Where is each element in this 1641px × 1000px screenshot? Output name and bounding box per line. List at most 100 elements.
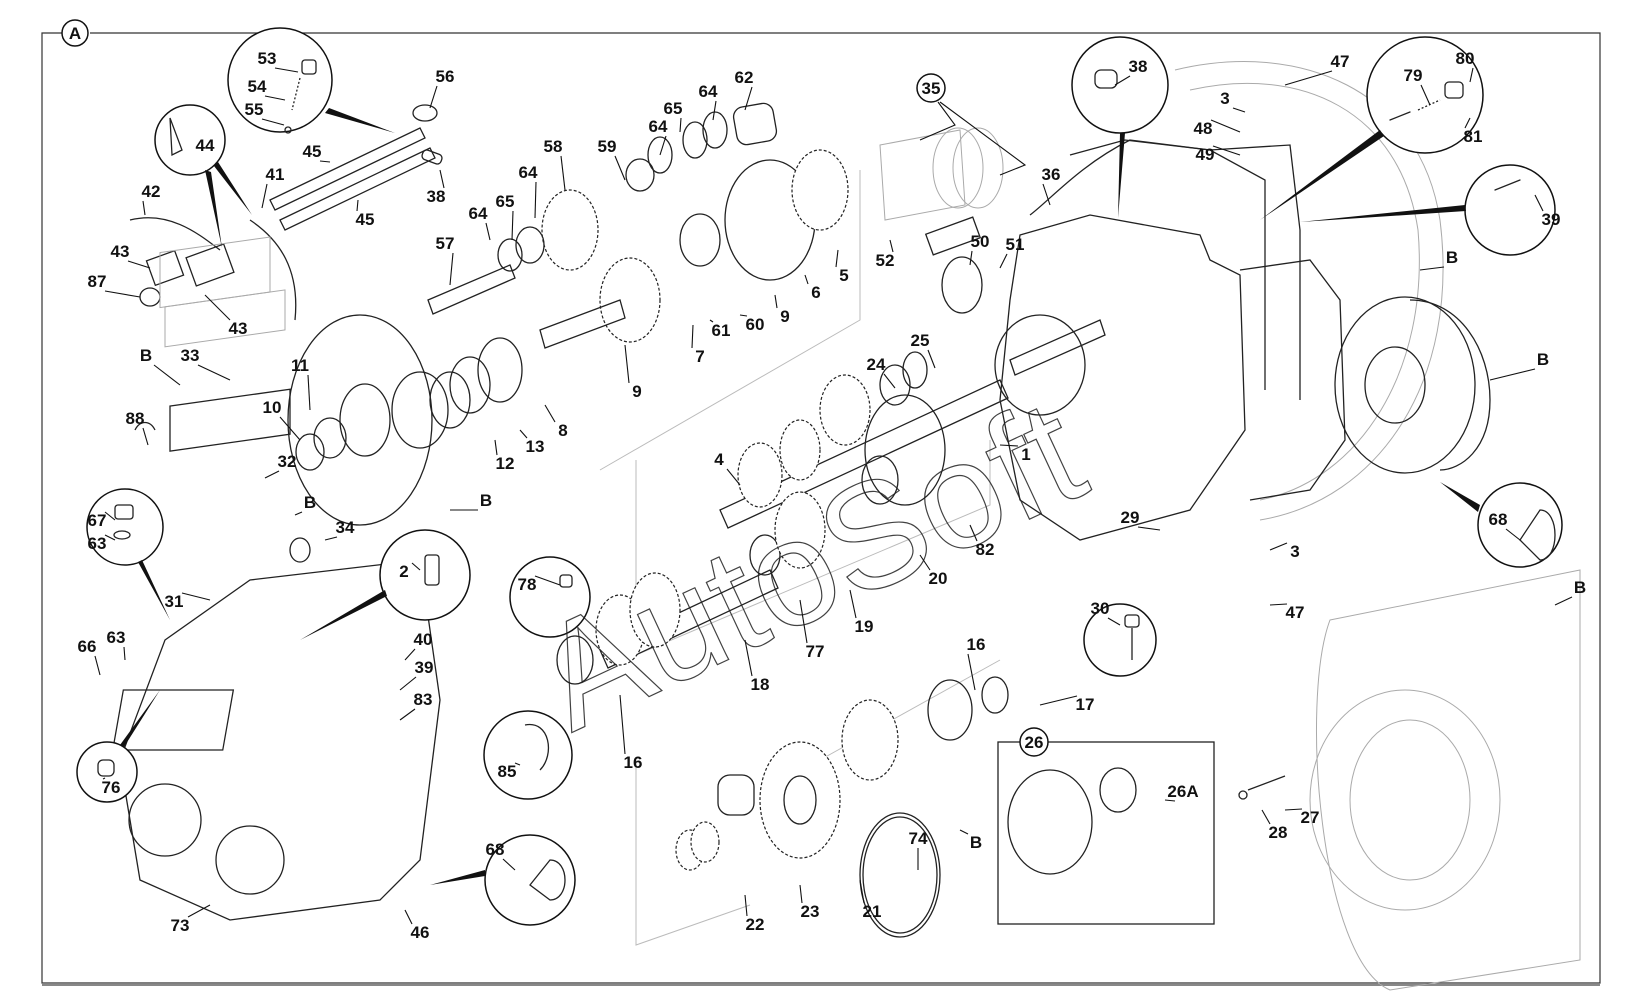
callout-leader-68b: [502, 858, 516, 871]
detail-circle-68-right: [1477, 482, 1563, 568]
callout-leader-22: [744, 894, 748, 917]
callout-label-52: 52: [876, 251, 895, 270]
callout-leader-45b: [356, 199, 359, 212]
callout-leader-41: [261, 183, 268, 209]
callout-leader-19: [849, 589, 857, 619]
oil-filter-kit: [879, 127, 1266, 390]
callout-label-57: 57: [436, 234, 455, 253]
output-shaft-assembly: [556, 491, 826, 685]
callout-label-49: 49: [1196, 145, 1215, 164]
callout-label-20: 20: [929, 569, 948, 588]
callout-leader-43a: [127, 260, 151, 269]
callout-label-88: 88: [126, 409, 145, 428]
callout-leader-7: [691, 324, 694, 349]
callout-label-45a: 45: [303, 142, 322, 161]
callout-label-12: 12: [496, 454, 515, 473]
callout-label-31: 31: [165, 592, 184, 611]
callout-label-44: 44: [196, 136, 215, 155]
callout-leader-65b: [679, 117, 682, 133]
callout-leader-65a: [511, 210, 514, 241]
callout-label-64b: 64: [519, 163, 538, 182]
callout-label-83: 83: [414, 690, 433, 709]
callout-label-26A: 26A: [1167, 782, 1198, 801]
callout-label-18: 18: [751, 675, 770, 694]
callout-leader-B2: [294, 511, 303, 516]
subassembly-label-26: 26: [1025, 733, 1044, 752]
callout-label-34: 34: [336, 518, 355, 537]
callout-leader-82: [969, 524, 978, 542]
callout-label-9a: 9: [632, 382, 641, 401]
callout-label-55: 55: [245, 100, 264, 119]
callout-label-64d: 64: [699, 82, 718, 101]
callout-label-13: 13: [526, 437, 545, 456]
callout-label-28: 28: [1269, 823, 1288, 842]
callout-label-25: 25: [911, 331, 930, 350]
callout-label-6: 6: [811, 283, 820, 302]
callout-label-38b: 38: [1129, 57, 1148, 76]
callout-label-73: 73: [171, 916, 190, 935]
callout-leader-66: [94, 655, 101, 676]
callout-label-56: 56: [436, 67, 455, 86]
callout-label-48: 48: [1194, 119, 1213, 138]
callout-label-8: 8: [558, 421, 567, 440]
callout-leader-Bc: [1554, 596, 1573, 606]
callout-label-59: 59: [598, 137, 617, 156]
callout-leader-42: [142, 200, 146, 216]
callout-leader-25: [927, 349, 936, 369]
callout-label-16a: 16: [624, 753, 643, 772]
callout-leader-73: [187, 904, 211, 918]
callout-leader-23: [799, 884, 803, 904]
flywheel-housing: [1174, 61, 1444, 521]
callout-leader-26A: [1164, 799, 1176, 802]
callout-label-54: 54: [248, 77, 267, 96]
callout-label-23: 23: [801, 902, 820, 921]
callout-leader-31: [181, 592, 211, 601]
kit-label-group: 35: [916, 73, 1027, 176]
callout-leader-79: [1420, 84, 1431, 106]
callout-leader-27: [1284, 808, 1303, 811]
callout-label-36: 36: [1042, 165, 1061, 184]
callout-label-30: 30: [1091, 599, 1110, 618]
callout-leader-34: [324, 536, 338, 541]
figure-frame: A: [41, 19, 1601, 986]
detail-circle-85: [483, 710, 573, 800]
callout-leader-30: [1107, 617, 1121, 626]
callout-label-B2: B: [304, 493, 316, 512]
callout-label-1: 1: [1021, 445, 1030, 464]
detail-circle-30: [1083, 603, 1157, 677]
detail-circle-68-left: [484, 834, 576, 926]
callout-label-66: 66: [78, 637, 97, 656]
callout-leader-80: [1469, 67, 1474, 83]
callout-label-77: 77: [806, 642, 825, 661]
callout-leader-39b: [399, 676, 417, 691]
callout-label-47a: 47: [1331, 52, 1350, 71]
callout-label-61: 61: [712, 321, 731, 340]
callout-label-33: 33: [181, 346, 200, 365]
callout-label-76: 76: [102, 778, 121, 797]
callout-label-46: 46: [411, 923, 430, 942]
callout-leader-54: [264, 95, 286, 101]
callout-label-21: 21: [863, 902, 882, 921]
callout-leader-6: [804, 274, 809, 285]
callout-label-82: 82: [976, 540, 995, 559]
subassembly-label-group: 26: [1019, 727, 1049, 757]
callout-leader-50: [969, 250, 973, 266]
callout-label-7: 7: [695, 347, 704, 366]
callout-leader-68a: [1505, 528, 1521, 541]
callout-leader-B1: [153, 364, 181, 386]
callout-leader-28: [1261, 809, 1271, 825]
callout-leader-40: [404, 648, 416, 661]
callout-leader-64c: [659, 135, 667, 156]
callout-leader-16b: [967, 653, 976, 691]
callout-leader-87: [104, 290, 141, 298]
callout-label-65b: 65: [664, 99, 683, 118]
callout-label-11: 11: [291, 356, 309, 375]
callout-leader-59: [614, 155, 626, 181]
detail-circle-67-63: [86, 488, 164, 566]
callout-label-39a: 39: [1542, 210, 1561, 229]
callout-leader-43b: [204, 294, 231, 321]
clutch-disc-assembly: [287, 314, 523, 526]
callout-leader-47b: [1269, 603, 1288, 606]
callout-leader-49: [1212, 145, 1241, 156]
